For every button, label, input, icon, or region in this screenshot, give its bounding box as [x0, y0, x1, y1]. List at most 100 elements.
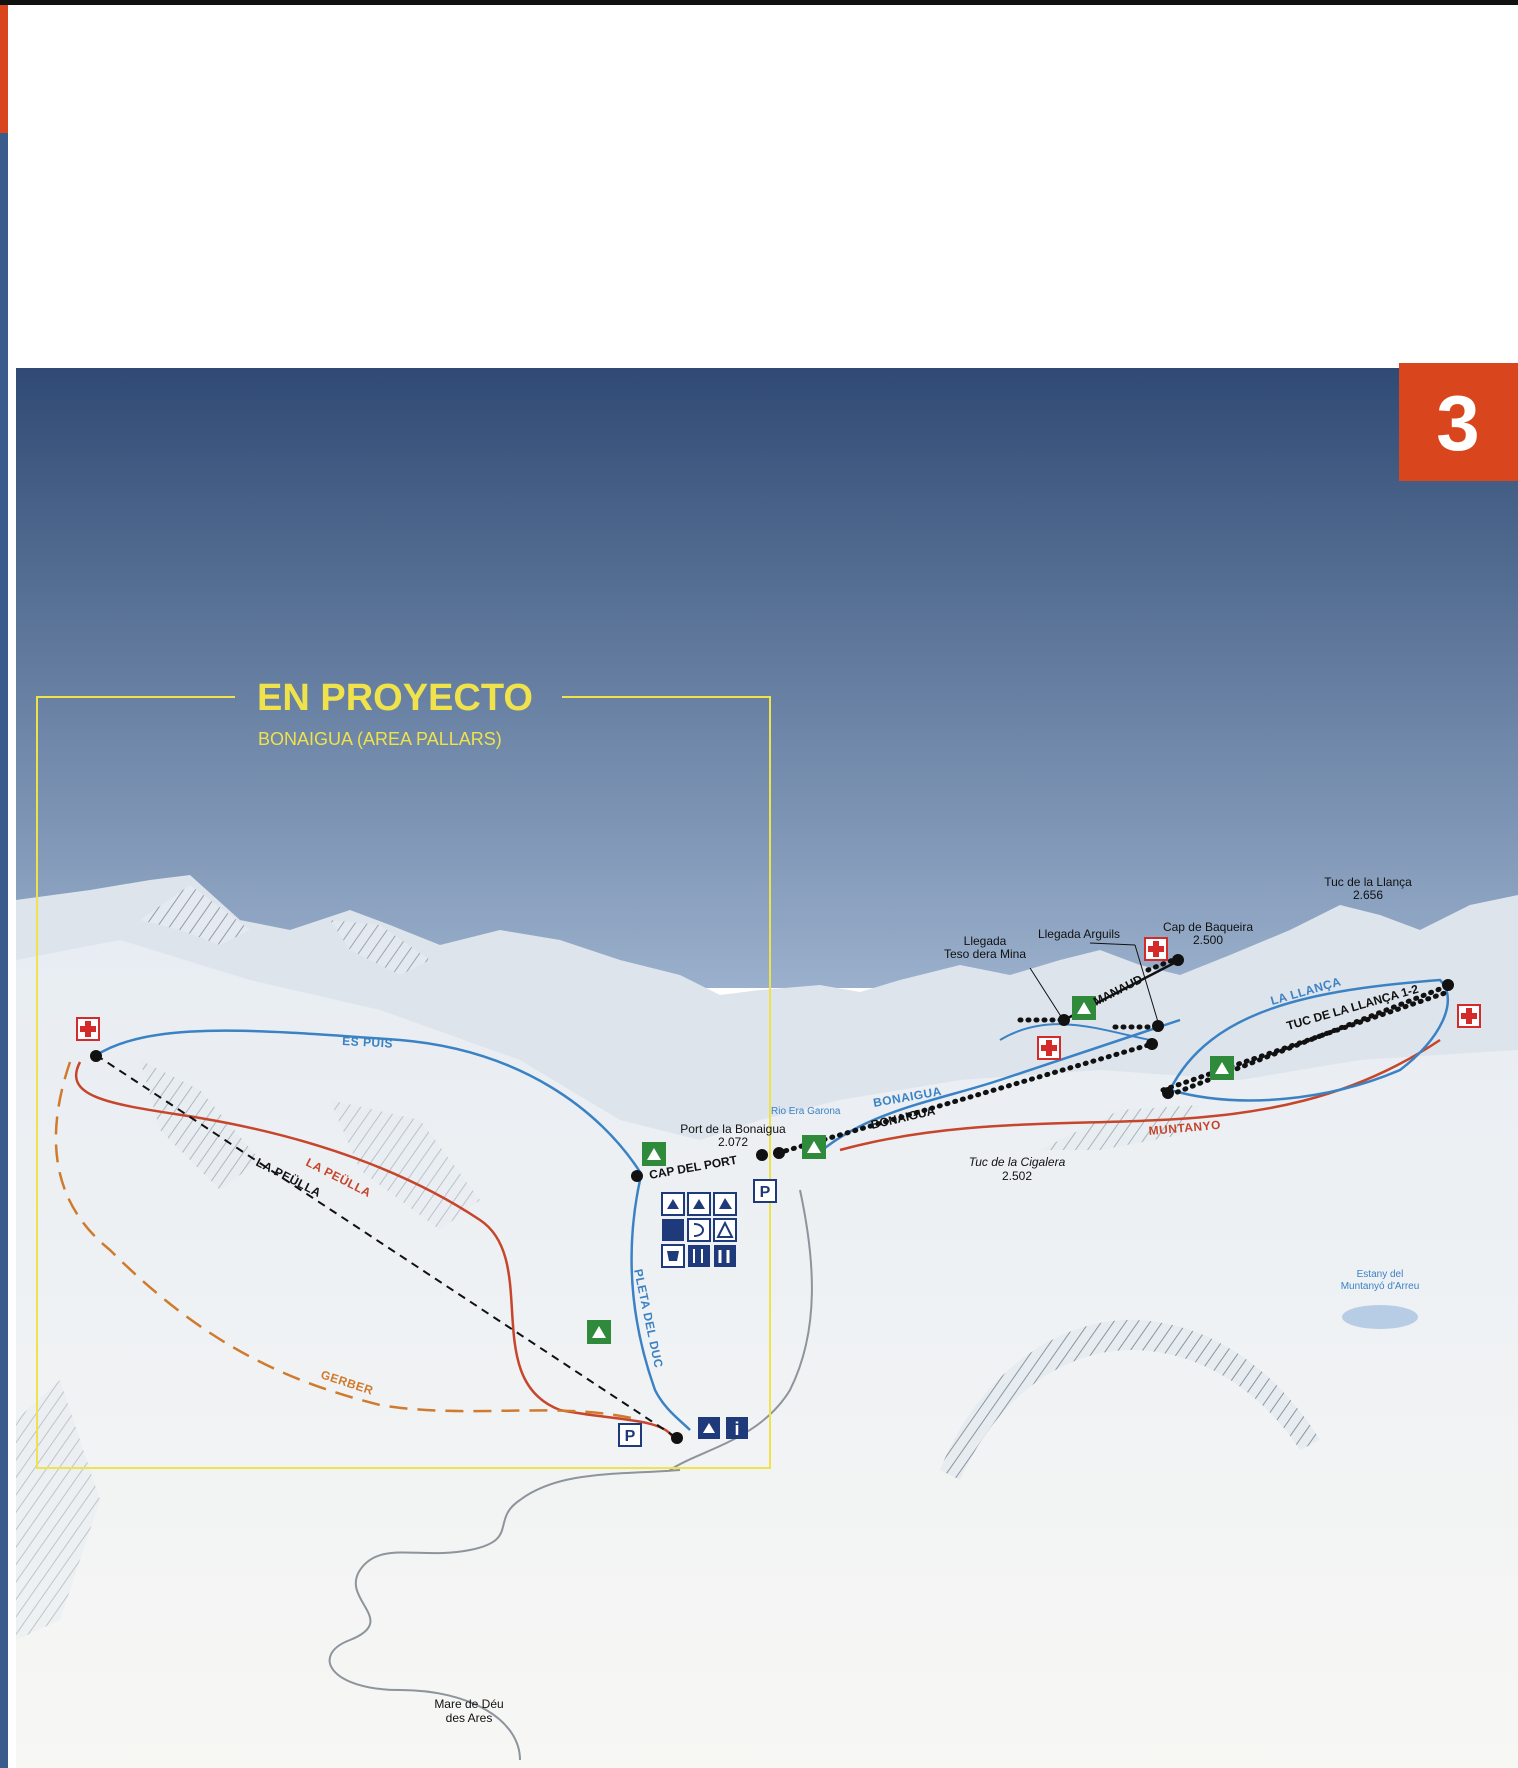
run-label-muntanyo: MUNTANYO [1148, 1118, 1221, 1138]
lift-station-icon [1210, 1056, 1234, 1080]
lift-station-glyph [647, 1148, 661, 1160]
place-tuc-cigalera-altitude: 2.502 [1002, 1169, 1032, 1183]
project-frame [36, 696, 771, 1469]
lift-station-icon [802, 1135, 826, 1159]
service-toilets-icon [714, 1245, 736, 1267]
service-phone-icon [687, 1218, 711, 1242]
station-dot [1442, 979, 1454, 991]
parking-label: P [625, 1428, 636, 1445]
run-la-llanca [1168, 978, 1450, 1102]
place-mare-deu-line2: des Ares [446, 1711, 493, 1725]
run-label-es-puis: ES PUIS [342, 1034, 394, 1051]
lift-station-glyph [592, 1326, 606, 1338]
place-estany-line2: Muntanyó d'Arreu [1341, 1281, 1420, 1292]
top-border [0, 0, 1518, 5]
rock-cirque [940, 1320, 1320, 1480]
run-upper-loop [999, 1023, 1151, 1041]
place-tuc-llanca-altitude: 2.656 [1353, 888, 1383, 902]
parking-icon: P [618, 1423, 642, 1447]
parking-icon: P [753, 1179, 777, 1203]
run-pleta-del-duc [630, 1179, 691, 1431]
service-glyph-9 [718, 1250, 730, 1263]
station-dot [756, 1149, 768, 1161]
lodging-icon [698, 1417, 720, 1439]
rock-ridge-center [330, 920, 430, 975]
run-la-peulla [74, 1061, 674, 1437]
station-dot [1146, 1038, 1158, 1050]
place-llegada-teso-line2: Teso dera Mina [944, 947, 1026, 961]
place-rio-era-garona: Rio Era Garona [771, 1106, 841, 1117]
service-glyph-5 [693, 1223, 704, 1237]
run-bonaigua [819, 1018, 1181, 1153]
place-port-bonaigua-altitude: 2.072 [718, 1135, 748, 1149]
left-accent-blue [0, 133, 8, 1768]
station-dot [1152, 1020, 1164, 1032]
service-glyph-8 [693, 1249, 703, 1263]
project-title: EN PROYECTO [257, 677, 533, 719]
rock-ridge-right [1040, 1105, 1200, 1150]
page-number: 3 [1436, 379, 1479, 467]
services-grid [661, 1192, 737, 1268]
parking-label: P [760, 1184, 771, 1201]
station-dot [1058, 1014, 1070, 1026]
lift-bonaigua [775, 1041, 1155, 1156]
leader-llegada-arguils [1089, 942, 1136, 946]
info-icon: i [726, 1417, 748, 1439]
station-dot [671, 1432, 683, 1444]
service-glyph-3 [719, 1198, 732, 1209]
info-bg [726, 1417, 748, 1439]
place-port-bonaigua-name: Port de la Bonaigua [680, 1122, 786, 1136]
place-tuc-llanca-name: Tuc de la Llança [1324, 875, 1412, 889]
service-glyph-1 [667, 1199, 679, 1209]
service-restaurant-icon [688, 1245, 710, 1267]
first-aid-icon [1457, 1004, 1481, 1028]
lift-station-icon [587, 1320, 611, 1344]
lift-station-glyph [807, 1141, 821, 1153]
place-estany-line1: Estany del [1357, 1269, 1404, 1280]
first-aid-icon [1144, 937, 1168, 961]
service-info-icon [662, 1219, 684, 1241]
parking-bg [618, 1423, 642, 1447]
lift-station-glyph [1215, 1062, 1229, 1074]
run-muntanyo [839, 1038, 1441, 1152]
station-dot [1162, 1087, 1174, 1099]
first-aid-cross-h [1461, 1013, 1477, 1019]
sky [16, 368, 1518, 988]
lift-station-icon [1072, 996, 1096, 1020]
place-tuc-cigalera-name: Tuc de la Cigalera [969, 1155, 1066, 1169]
first-aid-icon [76, 1017, 100, 1041]
lift-station-glyph [1077, 1002, 1091, 1014]
lift-station-icon [642, 1142, 666, 1166]
lake-estany [1342, 1305, 1418, 1329]
station-dot [1172, 954, 1184, 966]
road [669, 1189, 813, 1471]
run-gerber [54, 1061, 641, 1422]
station-dot [773, 1147, 785, 1159]
station-dot [90, 1050, 102, 1062]
place-cap-baqueira-altitude: 2.500 [1193, 933, 1223, 947]
first-aid-icon [1037, 1036, 1061, 1060]
service-glyph-7 [667, 1251, 679, 1261]
place-llegada-teso-line1: Llegada [964, 934, 1007, 948]
left-accent-red [0, 5, 8, 133]
station-dot [631, 1170, 643, 1182]
parking-bg [753, 1179, 777, 1203]
first-aid-cross-h [1148, 946, 1164, 952]
place-cap-baqueira-name: Cap de Baqueira [1163, 920, 1253, 934]
place-llegada-arguils: Llegada Arguils [1038, 927, 1120, 941]
info-label: i [734, 1419, 739, 1439]
first-aid-cross-h [1041, 1045, 1057, 1051]
leader-llegada-teso [1029, 967, 1063, 1019]
lodging-glyph [703, 1423, 715, 1433]
page-number-badge [1399, 363, 1518, 481]
project-subtitle: BONAIGUA (AREA PALLARS) [258, 729, 502, 749]
first-aid-cross-h [80, 1026, 96, 1032]
place-mare-deu-line1: Mare de Déu [434, 1697, 503, 1711]
service-glyph-6 [716, 1220, 734, 1238]
rock-ridge-left [140, 885, 250, 945]
service-glyph-2 [693, 1199, 705, 1209]
leader-llegada-arguils-down [1134, 944, 1159, 1023]
rock-slope-peulla [140, 1060, 260, 1190]
lift-stations [90, 954, 1454, 1444]
